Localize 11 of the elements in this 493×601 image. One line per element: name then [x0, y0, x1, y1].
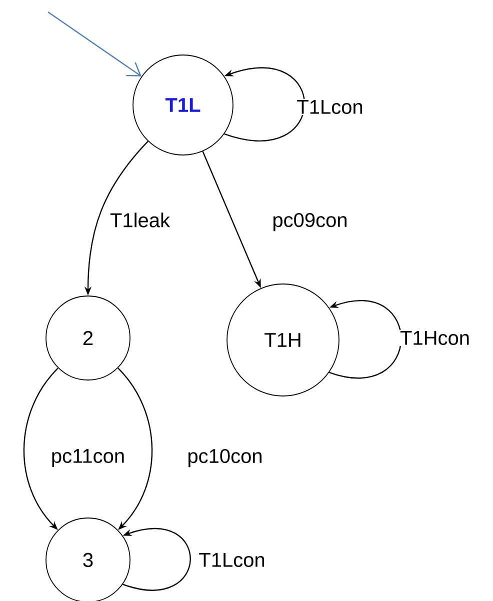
edge-label: T1leak	[108, 212, 172, 228]
edge-label: T1Lcon	[296, 99, 364, 115]
edge-label: pc11con	[50, 448, 126, 468]
arrow	[48, 12, 142, 76]
arrow	[122, 528, 191, 590]
edge-label: T1Hcon	[399, 330, 472, 346]
edge-label: pc09con	[271, 212, 349, 232]
arrow	[224, 68, 305, 141]
arrow	[329, 300, 402, 378]
edge-label: T1Lcon	[198, 552, 266, 568]
edge-label: pc10con	[186, 448, 264, 468]
